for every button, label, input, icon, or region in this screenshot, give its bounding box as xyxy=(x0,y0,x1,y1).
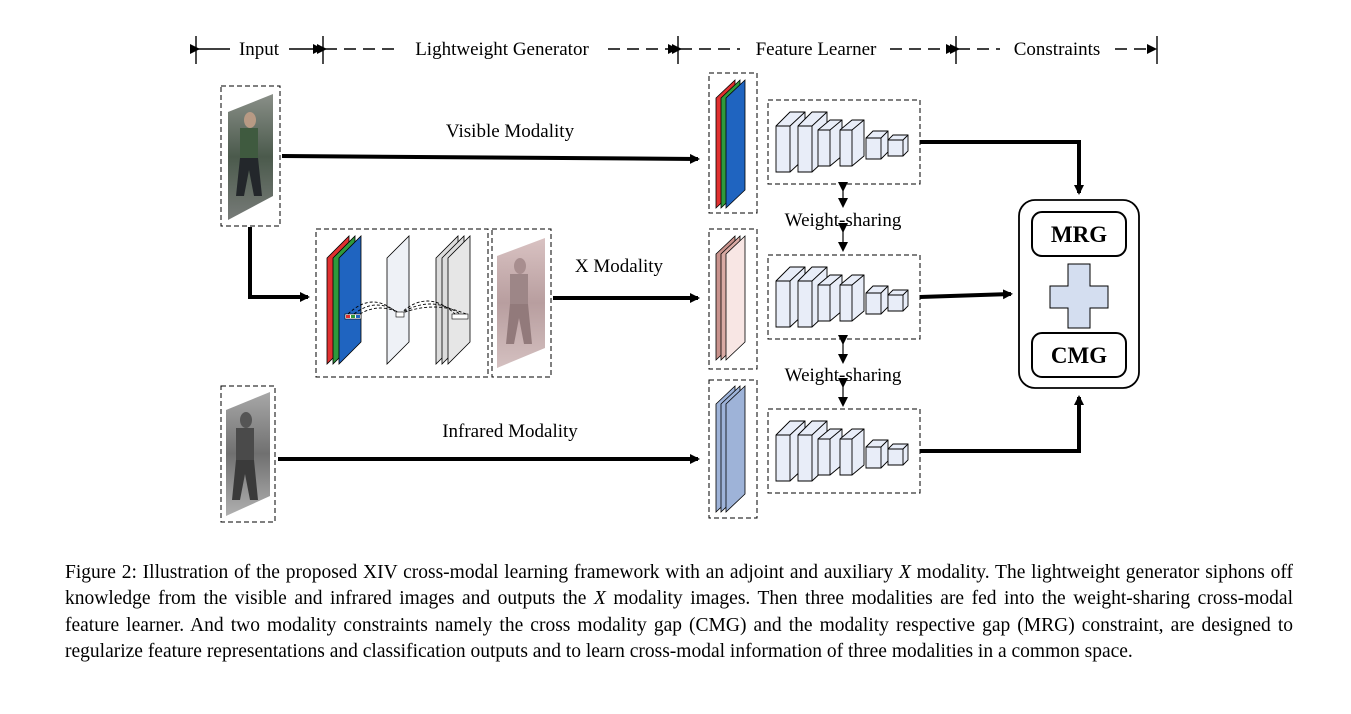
figure-caption: Figure 2: Illustration of the proposed X… xyxy=(65,560,1293,665)
section-feature-learner-label: Feature Learner xyxy=(756,39,877,60)
mrg-box xyxy=(1031,211,1127,257)
x-feature-map xyxy=(708,228,758,370)
cnn-block-infrared xyxy=(767,408,921,494)
caption-part-1: Figure 2: Illustration of the proposed X… xyxy=(65,562,899,583)
section-generator-label: Lightweight Generator xyxy=(415,39,589,60)
weight-sharing-label-top: Weight-sharing xyxy=(785,210,902,231)
cmg-box xyxy=(1031,332,1127,378)
visible-feature-map xyxy=(708,72,758,214)
caption-part-2: modality. The lightweight generator siph… xyxy=(65,562,1293,610)
framework-diagram: Input Lightweight Generator Feature Lear… xyxy=(190,36,1158,523)
visible-to-generator-arrow xyxy=(248,227,310,302)
weight-sharing-label-bottom: Weight-sharing xyxy=(785,365,902,386)
visible-input-image xyxy=(220,85,281,227)
x-modality-image xyxy=(491,228,552,378)
caption-x-1: X xyxy=(898,562,911,583)
section-input-label: Input xyxy=(239,39,280,60)
section-constraints-label: Constraints xyxy=(1014,39,1101,60)
cnn-block-visible xyxy=(767,99,921,185)
mrg-label: MRG xyxy=(1051,222,1107,247)
flow-arrows xyxy=(248,153,700,464)
plus-icon xyxy=(1049,263,1109,329)
lightweight-generator xyxy=(315,228,489,378)
infrared-modality-label: Infrared Modality xyxy=(442,421,578,442)
cnn-block-x xyxy=(767,254,921,340)
cmg-label: CMG xyxy=(1051,343,1107,368)
visible-arrow xyxy=(281,153,700,164)
x-modality-label: X Modality xyxy=(575,256,664,277)
infrared-feature-map xyxy=(708,379,758,519)
constraint-arrows xyxy=(919,140,1084,453)
infrared-input-image xyxy=(220,385,276,523)
caption-part-3: modality images. Then three modalities a… xyxy=(65,588,1293,662)
visible-modality-label: Visible Modality xyxy=(446,121,575,142)
section-header xyxy=(190,36,1158,64)
constraints-box xyxy=(1018,199,1140,389)
caption-x-2: X xyxy=(593,588,606,610)
